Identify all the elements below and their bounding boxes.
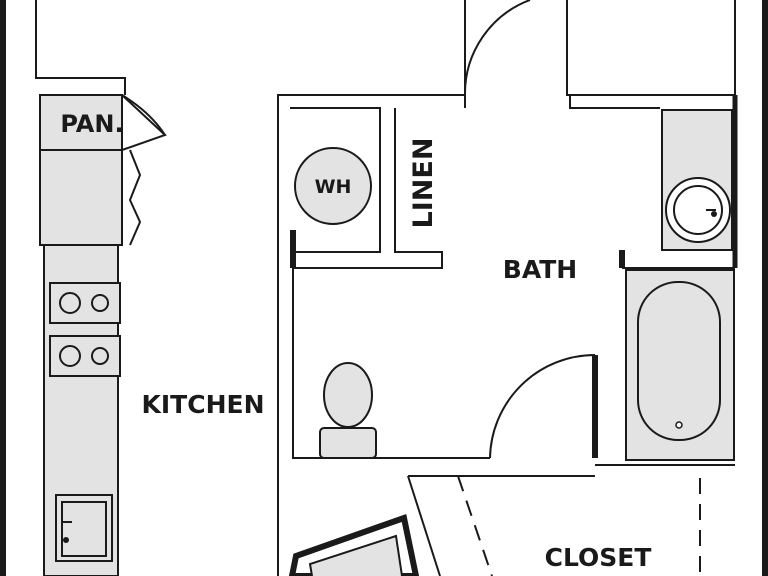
pantry [39, 94, 167, 151]
linen-label: LINEN [408, 138, 439, 229]
bath-label: BATH [503, 255, 577, 284]
water-heater: WH [294, 147, 372, 225]
bathtub-icon [625, 269, 735, 461]
kitchen-counter [39, 149, 142, 576]
closet-walls [407, 475, 701, 576]
vanity-sink-icon [661, 109, 733, 251]
water-heater-label: WH [315, 176, 352, 198]
toilet-icon [319, 362, 377, 459]
bath-walls [277, 0, 735, 576]
closet-label: CLOSET [545, 543, 652, 572]
pantry-label: PAN. [60, 110, 123, 138]
kitchen-label: KITCHEN [142, 390, 265, 419]
range-icon [49, 282, 121, 377]
kitchen-sink-icon [55, 494, 113, 562]
lower-door [288, 514, 420, 576]
